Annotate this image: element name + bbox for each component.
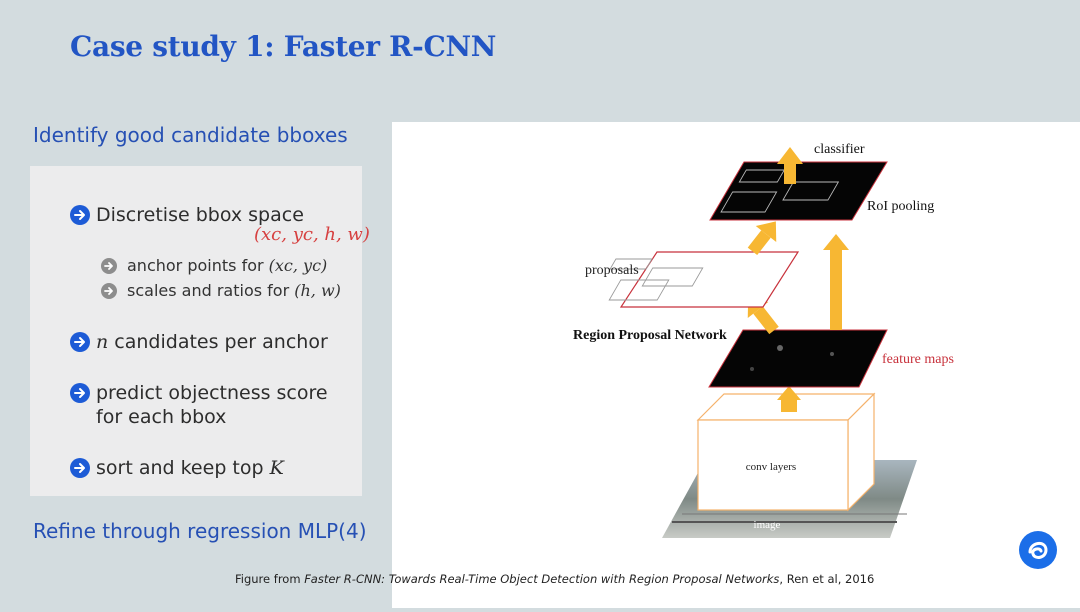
bullet-candidates: n candidates per anchor — [70, 330, 328, 354]
conv-layers-box — [696, 392, 876, 512]
heading-identify: Identify good candidate bboxes — [33, 123, 348, 147]
conv-layers-label: conv layers — [746, 461, 796, 473]
caption-suffix: , Ren et al, 2016 — [779, 572, 875, 586]
arrow-up-icon — [777, 386, 801, 412]
caption-prefix: Figure from — [235, 572, 305, 586]
bullet-text: Discretise bbox space — [96, 204, 304, 226]
arrow-right-circle-icon — [70, 383, 90, 403]
arrow-right-circle-icon — [101, 282, 117, 299]
sub-bullet-scales: scales and ratios for (h, w) — [101, 281, 341, 300]
bullet-math: n — [96, 331, 109, 353]
figure-caption: Figure from Faster R-CNN: Towards Real-T… — [235, 572, 874, 586]
sub-bullet-anchor-points: anchor points for (xc, yc) — [101, 256, 327, 275]
arrow-right-circle-icon — [70, 458, 90, 478]
heading-refine: Refine through regression MLP(4) — [33, 519, 367, 543]
bbox-params-math: (xc, yc, h, w) — [254, 224, 370, 245]
feature-maps-plane — [708, 329, 888, 388]
bullet-text: candidates per anchor — [114, 331, 328, 353]
classifier-label: classifier — [814, 142, 865, 157]
bullet-math: K — [269, 457, 284, 479]
proposals-label: proposals — [585, 263, 639, 278]
slide-title: Case study 1: Faster R-CNN — [70, 30, 497, 63]
arrow-right-circle-icon — [101, 257, 117, 274]
sub-bullet-text: anchor points for — [127, 256, 264, 275]
sub-bullet-math: (xc, yc) — [268, 256, 328, 275]
roi-pooling-plane — [709, 161, 888, 221]
roi-pooling-label: RoI pooling — [867, 199, 934, 214]
sub-bullet-text: scales and ratios for — [127, 281, 290, 300]
bullet-objectness: predict objectness score for each bbox — [70, 381, 328, 429]
arrow-right-circle-icon — [70, 332, 90, 352]
swirl-logo-icon — [1018, 530, 1058, 570]
arrow-up-icon — [823, 234, 849, 330]
sub-bullet-math: (h, w) — [294, 281, 341, 300]
rpn-label: Region Proposal Network — [573, 328, 727, 343]
feature-maps-label: feature maps — [882, 352, 954, 367]
architecture-diagram: conv layers image feature maps Region Pr… — [573, 142, 954, 538]
proposals-plane — [608, 251, 800, 308]
arrow-up-icon — [747, 221, 777, 256]
faster-rcnn-figure: conv layers image feature maps Region Pr… — [392, 122, 1080, 608]
image-label: image — [754, 519, 781, 531]
caption-paper-title: Faster R-CNN: Towards Real-Time Object D… — [304, 572, 780, 586]
arrow-up-icon — [777, 147, 803, 184]
arrow-right-circle-icon — [70, 205, 90, 225]
bullet-sort: sort and keep top K — [70, 456, 284, 480]
bullet-text: sort and keep top — [96, 457, 264, 479]
bullet-text-line2: for each bbox — [96, 406, 227, 428]
bullet-discretise: Discretise bbox space — [70, 203, 304, 227]
bullet-text-line1: predict objectness score — [96, 382, 328, 404]
